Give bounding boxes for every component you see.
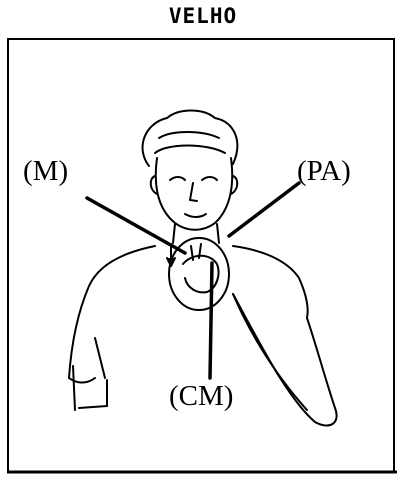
sign-title: VELHO	[0, 4, 406, 28]
face-outline	[156, 158, 232, 230]
pointer-lines	[87, 183, 299, 378]
nose	[190, 183, 197, 201]
left-shoulder	[69, 246, 155, 378]
label-articulation-point: (PA)	[297, 157, 351, 186]
mouth	[185, 214, 206, 217]
label-movement: (M)	[23, 157, 68, 186]
right-arm	[233, 294, 337, 426]
movement-pointer	[87, 198, 185, 253]
right-eye	[202, 177, 217, 180]
hand-configuration-pointer	[210, 263, 212, 378]
right-shoulder	[233, 246, 308, 318]
illustration-frame: (M) (PA) (CM)	[7, 38, 397, 475]
left-eye	[170, 177, 185, 180]
articulation-pointer	[229, 183, 299, 236]
label-hand-configuration: (CM)	[169, 382, 233, 411]
